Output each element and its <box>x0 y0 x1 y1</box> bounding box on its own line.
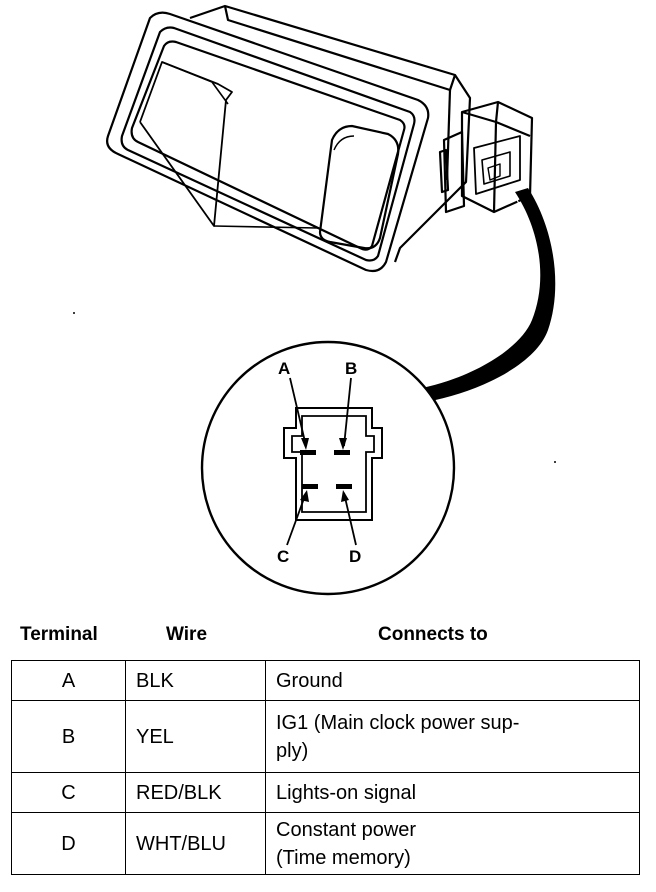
connects-to-cell: Constant power(Time memory) <box>265 812 640 875</box>
wire-cell: YEL <box>125 700 266 773</box>
connects-to-cell: Ground <box>265 660 640 701</box>
pin-d <box>336 484 352 489</box>
pin-c <box>302 484 318 489</box>
wire-harness <box>422 188 556 402</box>
label-c: C <box>277 547 289 566</box>
clock-connector-diagram: A B C D <box>73 4 556 596</box>
table-row: C RED/BLK Lights-on signal <box>11 772 640 813</box>
pin-b <box>334 450 350 455</box>
leader-c <box>286 492 307 546</box>
header-terminal: Terminal <box>20 624 98 645</box>
connects-to-cell: Lights-on signal <box>265 772 640 813</box>
leader-a <box>289 377 307 447</box>
connector-face-detail: A B C D <box>200 340 456 596</box>
table-row: D WHT/BLU Constant power(Time memory) <box>11 812 640 875</box>
table-row: A BLK Ground <box>11 660 640 701</box>
label-d: D <box>349 547 361 566</box>
table-row: B YEL IG1 (Main clock power sup-ply) <box>11 700 640 773</box>
terminal-cell: B <box>11 700 126 773</box>
leader-b <box>343 377 352 447</box>
terminal-cell: A <box>11 660 126 701</box>
wire-cell: WHT/BLU <box>125 812 266 875</box>
terminal-cell: D <box>11 812 126 875</box>
header-wire: Wire <box>166 624 208 645</box>
header-connects-to: Connects to <box>378 624 488 645</box>
label-b: B <box>345 359 357 378</box>
wire-cell: RED/BLK <box>125 772 266 813</box>
leader-d <box>343 492 357 546</box>
wire-cell: BLK <box>125 660 266 701</box>
terminal-cell: C <box>11 772 126 813</box>
label-a: A <box>278 359 290 378</box>
clock-unit-housing <box>106 4 534 273</box>
terminal-table: A BLK Ground B YEL IG1 (Main clock power… <box>11 660 640 875</box>
connector-outline <box>283 407 383 521</box>
connects-to-cell: IG1 (Main clock power sup-ply) <box>265 700 640 773</box>
pin-a <box>300 450 316 455</box>
